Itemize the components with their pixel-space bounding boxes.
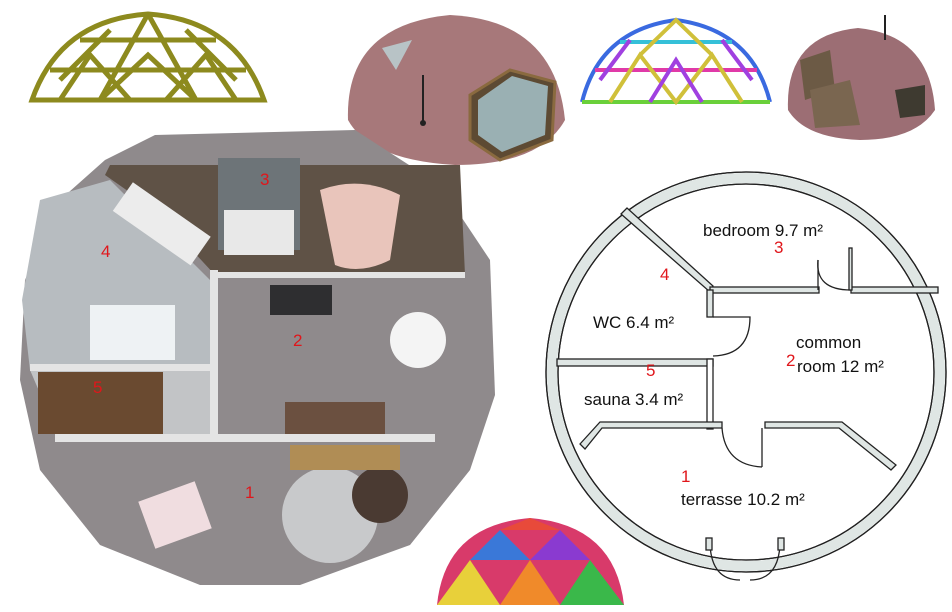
room-label-sauna: sauna 3.4 m²	[584, 390, 684, 409]
multicolor-dome	[437, 518, 624, 605]
render-number-4: 4	[101, 242, 110, 261]
room-label-common-2: room 12 m²	[797, 357, 884, 376]
room-label-bedroom: bedroom 9.7 m²	[703, 221, 823, 240]
room-label-terrasse: terrasse 10.2 m²	[681, 490, 805, 509]
small-shingle-dome	[787, 15, 935, 140]
wood-frame-dome	[28, 11, 268, 103]
room-number-4: 4	[660, 265, 669, 284]
room-number-5: 5	[646, 361, 655, 380]
room-number-2: 2	[786, 351, 795, 370]
colorful-frame-dome	[580, 17, 772, 106]
shingle-dome	[347, 15, 565, 165]
room-number-1: 1	[681, 467, 690, 486]
render-number-1: 1	[245, 483, 254, 502]
room-label-wc: WC 6.4 m²	[593, 313, 675, 332]
room-number-3: 3	[774, 238, 783, 257]
rendered-floor-plan	[20, 130, 495, 585]
render-number-2: 2	[293, 331, 302, 350]
render-number-3: 3	[260, 170, 269, 189]
room-label-common-1: common	[796, 333, 861, 352]
render-number-5: 5	[93, 378, 102, 397]
line-floor-plan	[545, 171, 947, 581]
